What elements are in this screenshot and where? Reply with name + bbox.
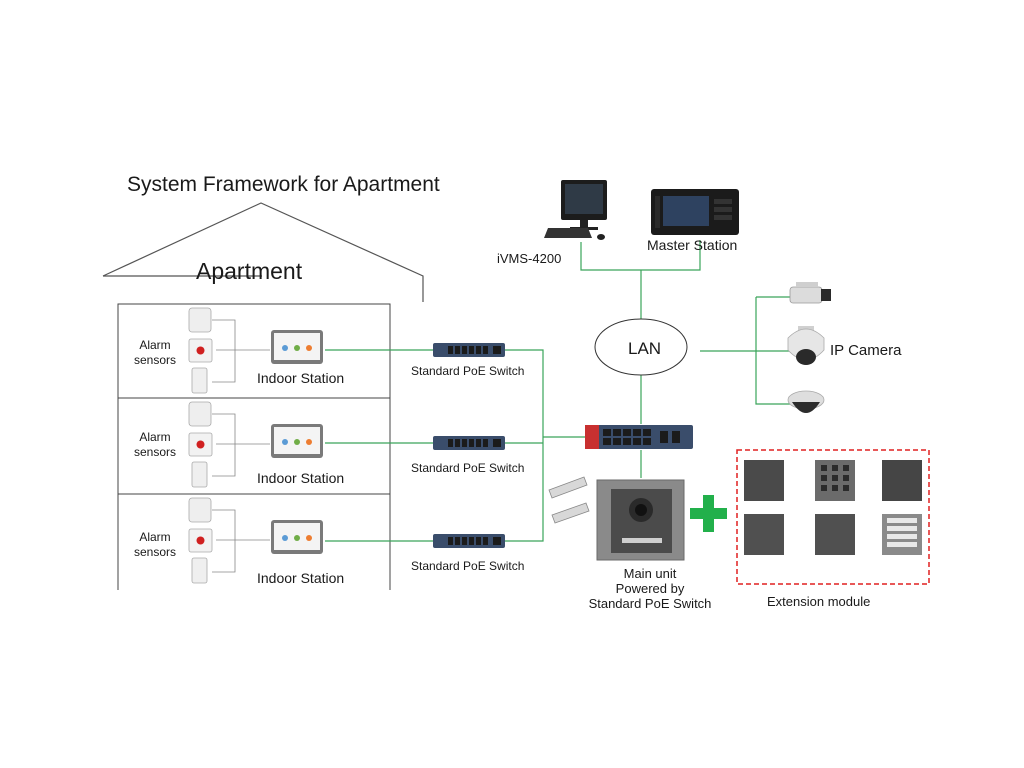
poe-switch-icon xyxy=(433,343,505,357)
main-unit-line1: Main unit xyxy=(623,566,677,581)
screen-app xyxy=(306,535,312,541)
switch-port xyxy=(455,439,460,447)
screen-app xyxy=(294,535,300,541)
sensor-bracket xyxy=(212,413,236,477)
switch-port xyxy=(469,439,474,447)
poe-switches xyxy=(433,343,505,548)
switch-port xyxy=(455,537,460,545)
floor-3 xyxy=(188,497,323,584)
indoor-station-label: Indoor Station xyxy=(257,370,345,386)
screen-app xyxy=(294,345,300,351)
pir-sensor-icon xyxy=(188,307,212,333)
alarm-sensors-label: Alarm sensors xyxy=(133,338,177,367)
speed-dome-camera-icon xyxy=(787,326,825,365)
main-unit-line3: Standard PoE Switch xyxy=(588,596,712,611)
switch-port xyxy=(462,346,467,354)
panic-button-dot xyxy=(196,346,205,355)
main-unit-line2: Powered by xyxy=(615,581,685,596)
electric-lock-icons xyxy=(548,476,590,524)
screen-app xyxy=(282,345,288,351)
switch-port xyxy=(455,346,460,354)
house-outline xyxy=(102,202,424,302)
switch-port xyxy=(476,346,481,354)
plus-icon xyxy=(690,495,727,532)
floor-2 xyxy=(188,401,323,488)
extension-module-label: Extension module xyxy=(767,594,871,609)
master-station-label: Master Station xyxy=(647,237,738,253)
switch-port xyxy=(462,439,467,447)
switch-uplink-port xyxy=(493,537,501,545)
door-sensor-icon xyxy=(191,557,208,584)
poe-switch-label: Standard PoE Switch xyxy=(411,559,525,573)
indoor-station-label: Indoor Station xyxy=(257,470,345,486)
alarm-sensors-label: Alarm sensors xyxy=(133,430,177,459)
poe-switch-icon xyxy=(433,436,505,450)
switch-port xyxy=(483,537,488,545)
floor-1 xyxy=(188,307,323,394)
main-unit-icon xyxy=(596,479,685,561)
alarm-sensors-label: Alarm sensors xyxy=(133,530,177,559)
screen-app xyxy=(282,535,288,541)
panic-button-dot xyxy=(196,536,205,545)
floor-boxes xyxy=(117,303,391,590)
switch-uplink-port xyxy=(493,346,501,354)
switch-uplink-port xyxy=(493,439,501,447)
screen-app xyxy=(282,439,288,445)
screen-app xyxy=(294,439,300,445)
ivms-label: iVMS-4200 xyxy=(497,251,562,266)
ip-camera-label: IP Camera xyxy=(830,342,902,359)
switch-port xyxy=(476,439,481,447)
extension-module-frame xyxy=(736,449,930,585)
switch-port xyxy=(483,346,488,354)
bullet-camera-icon xyxy=(789,282,831,304)
indoor-station-label: Indoor Station xyxy=(257,570,345,586)
central-poe-switch-icon xyxy=(585,425,693,449)
lan-cloud xyxy=(594,318,688,376)
poe-switch-icon xyxy=(433,534,505,548)
master-station-icon xyxy=(651,189,739,235)
computer-icon xyxy=(544,180,607,240)
network-links xyxy=(325,240,795,542)
floors-geometry xyxy=(188,307,323,584)
lan-label: LAN xyxy=(628,339,662,358)
dome-camera-icon xyxy=(787,390,825,413)
switch-port xyxy=(448,537,453,545)
switch-port xyxy=(469,537,474,545)
diagram-title: System Framework for Apartment xyxy=(127,173,440,196)
pir-sensor-icon xyxy=(188,497,212,523)
switch-port xyxy=(448,439,453,447)
poe-switch-label: Standard PoE Switch xyxy=(411,461,525,475)
door-sensor-icon xyxy=(191,461,208,488)
screen-app xyxy=(306,439,312,445)
poe-switch-label: Standard PoE Switch xyxy=(411,364,525,378)
sensor-bracket xyxy=(212,319,236,383)
switch-port xyxy=(448,346,453,354)
apartment-label: Apartment xyxy=(196,258,303,284)
panic-button-dot xyxy=(196,440,205,449)
switch-port xyxy=(462,537,467,545)
switch-port xyxy=(469,346,474,354)
switch-port xyxy=(476,537,481,545)
extension-modules xyxy=(744,460,922,555)
switch-port xyxy=(483,439,488,447)
door-sensor-icon xyxy=(191,367,208,394)
sensor-bracket xyxy=(212,509,236,573)
pir-sensor-icon xyxy=(188,401,212,427)
screen-app xyxy=(306,345,312,351)
main-unit-label: Main unit Powered by Standard PoE Switch xyxy=(585,566,715,611)
